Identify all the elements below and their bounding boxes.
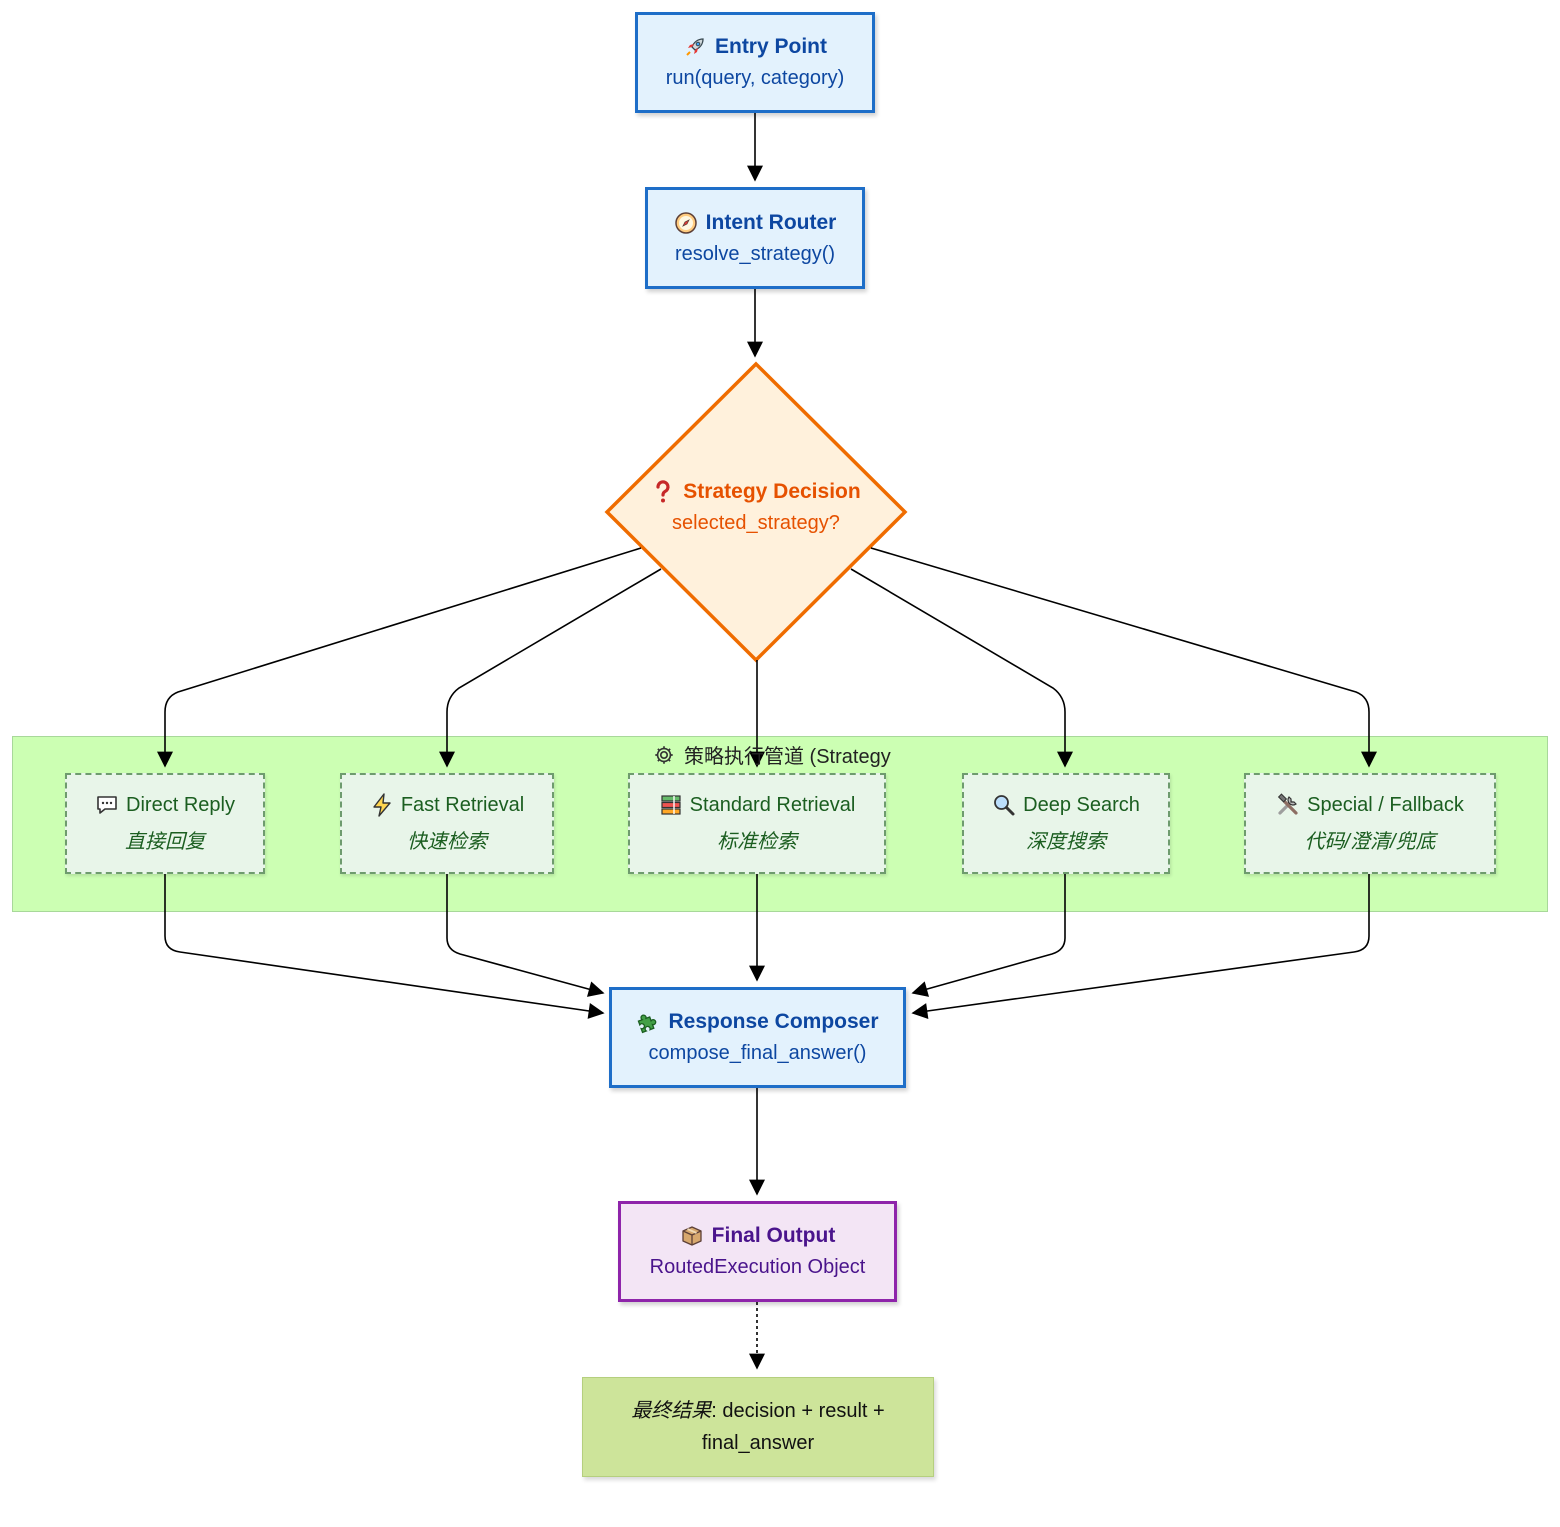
question-icon	[651, 480, 675, 504]
strategy-standard-retrieval[interactable]: Standard Retrieval 标准检索	[628, 773, 886, 874]
strategy-decision-subtitle: selected_strategy?	[672, 512, 840, 534]
books-icon	[659, 793, 683, 817]
final-result-text: : decision + result +	[711, 1400, 885, 1422]
entry-point-node[interactable]: Entry Point run(query, category)	[635, 12, 875, 113]
pipeline-lane-title: 策略执行管道 (Strategy	[652, 740, 891, 769]
strategy-special-fallback[interactable]: Special / Fallback 代码/澄清/兜底	[1244, 773, 1496, 874]
strategy-title: Direct Reply	[126, 793, 235, 816]
strategy-fast-retrieval[interactable]: Fast Retrieval 快速检索	[340, 773, 554, 874]
response-composer-title: Response Composer	[668, 1010, 879, 1033]
final-output-subtitle: RoutedExecution Object	[649, 1256, 866, 1278]
gear-icon	[652, 743, 676, 767]
strategy-decision-diamond[interactable]	[604, 361, 908, 663]
intent-router-node[interactable]: Intent Router resolve_strategy()	[645, 187, 865, 289]
strategy-direct-reply[interactable]: Direct Reply 直接回复	[65, 773, 265, 874]
final-result-line2: final_answer	[701, 1432, 815, 1454]
magnifier-icon	[992, 793, 1016, 817]
strategy-subtitle: 直接回复	[125, 831, 205, 853]
response-composer-node[interactable]: Response Composer compose_final_answer()	[609, 987, 906, 1088]
final-result-label: 最终结果	[631, 1400, 712, 1422]
puzzle-icon	[636, 1010, 660, 1034]
pipeline-lane-label: 策略执行管道 (Strategy	[684, 746, 891, 768]
intent-router-title: Intent Router	[705, 210, 837, 234]
final-result-line1: 最终结果: decision + result +	[631, 1395, 884, 1427]
strategy-title: Deep Search	[1023, 793, 1140, 816]
strategy-title: Special / Fallback	[1307, 793, 1464, 816]
rocket-icon	[683, 35, 707, 59]
compass-icon	[674, 211, 698, 235]
package-icon	[680, 1224, 704, 1248]
strategy-decision-title: Strategy Decision	[683, 480, 861, 503]
strategy-subtitle: 标准检索	[717, 831, 797, 853]
entry-point-subtitle: run(query, category)	[665, 67, 845, 89]
tools-icon	[1276, 793, 1300, 817]
lightning-icon	[370, 793, 394, 817]
strategy-decision-label: Strategy Decision selected_strategy?	[606, 480, 906, 535]
final-output-title: Final Output	[711, 1224, 836, 1247]
strategy-title: Fast Retrieval	[400, 793, 525, 816]
chat-bubble-icon	[95, 793, 119, 817]
strategy-subtitle: 快速检索	[407, 831, 487, 853]
intent-router-subtitle: resolve_strategy()	[674, 242, 836, 265]
entry-point-title: Entry Point	[714, 35, 827, 58]
strategy-subtitle: 深度搜索	[1026, 831, 1106, 853]
strategy-title: Standard Retrieval	[689, 793, 856, 816]
final-result-note: 最终结果: decision + result + final_answer	[582, 1377, 934, 1477]
strategy-deep-search[interactable]: Deep Search 深度搜索	[962, 773, 1170, 874]
response-composer-subtitle: compose_final_answer()	[648, 1042, 867, 1064]
strategy-subtitle: 代码/澄清/兜底	[1304, 831, 1436, 853]
final-output-node[interactable]: Final Output RoutedExecution Object	[618, 1201, 897, 1302]
